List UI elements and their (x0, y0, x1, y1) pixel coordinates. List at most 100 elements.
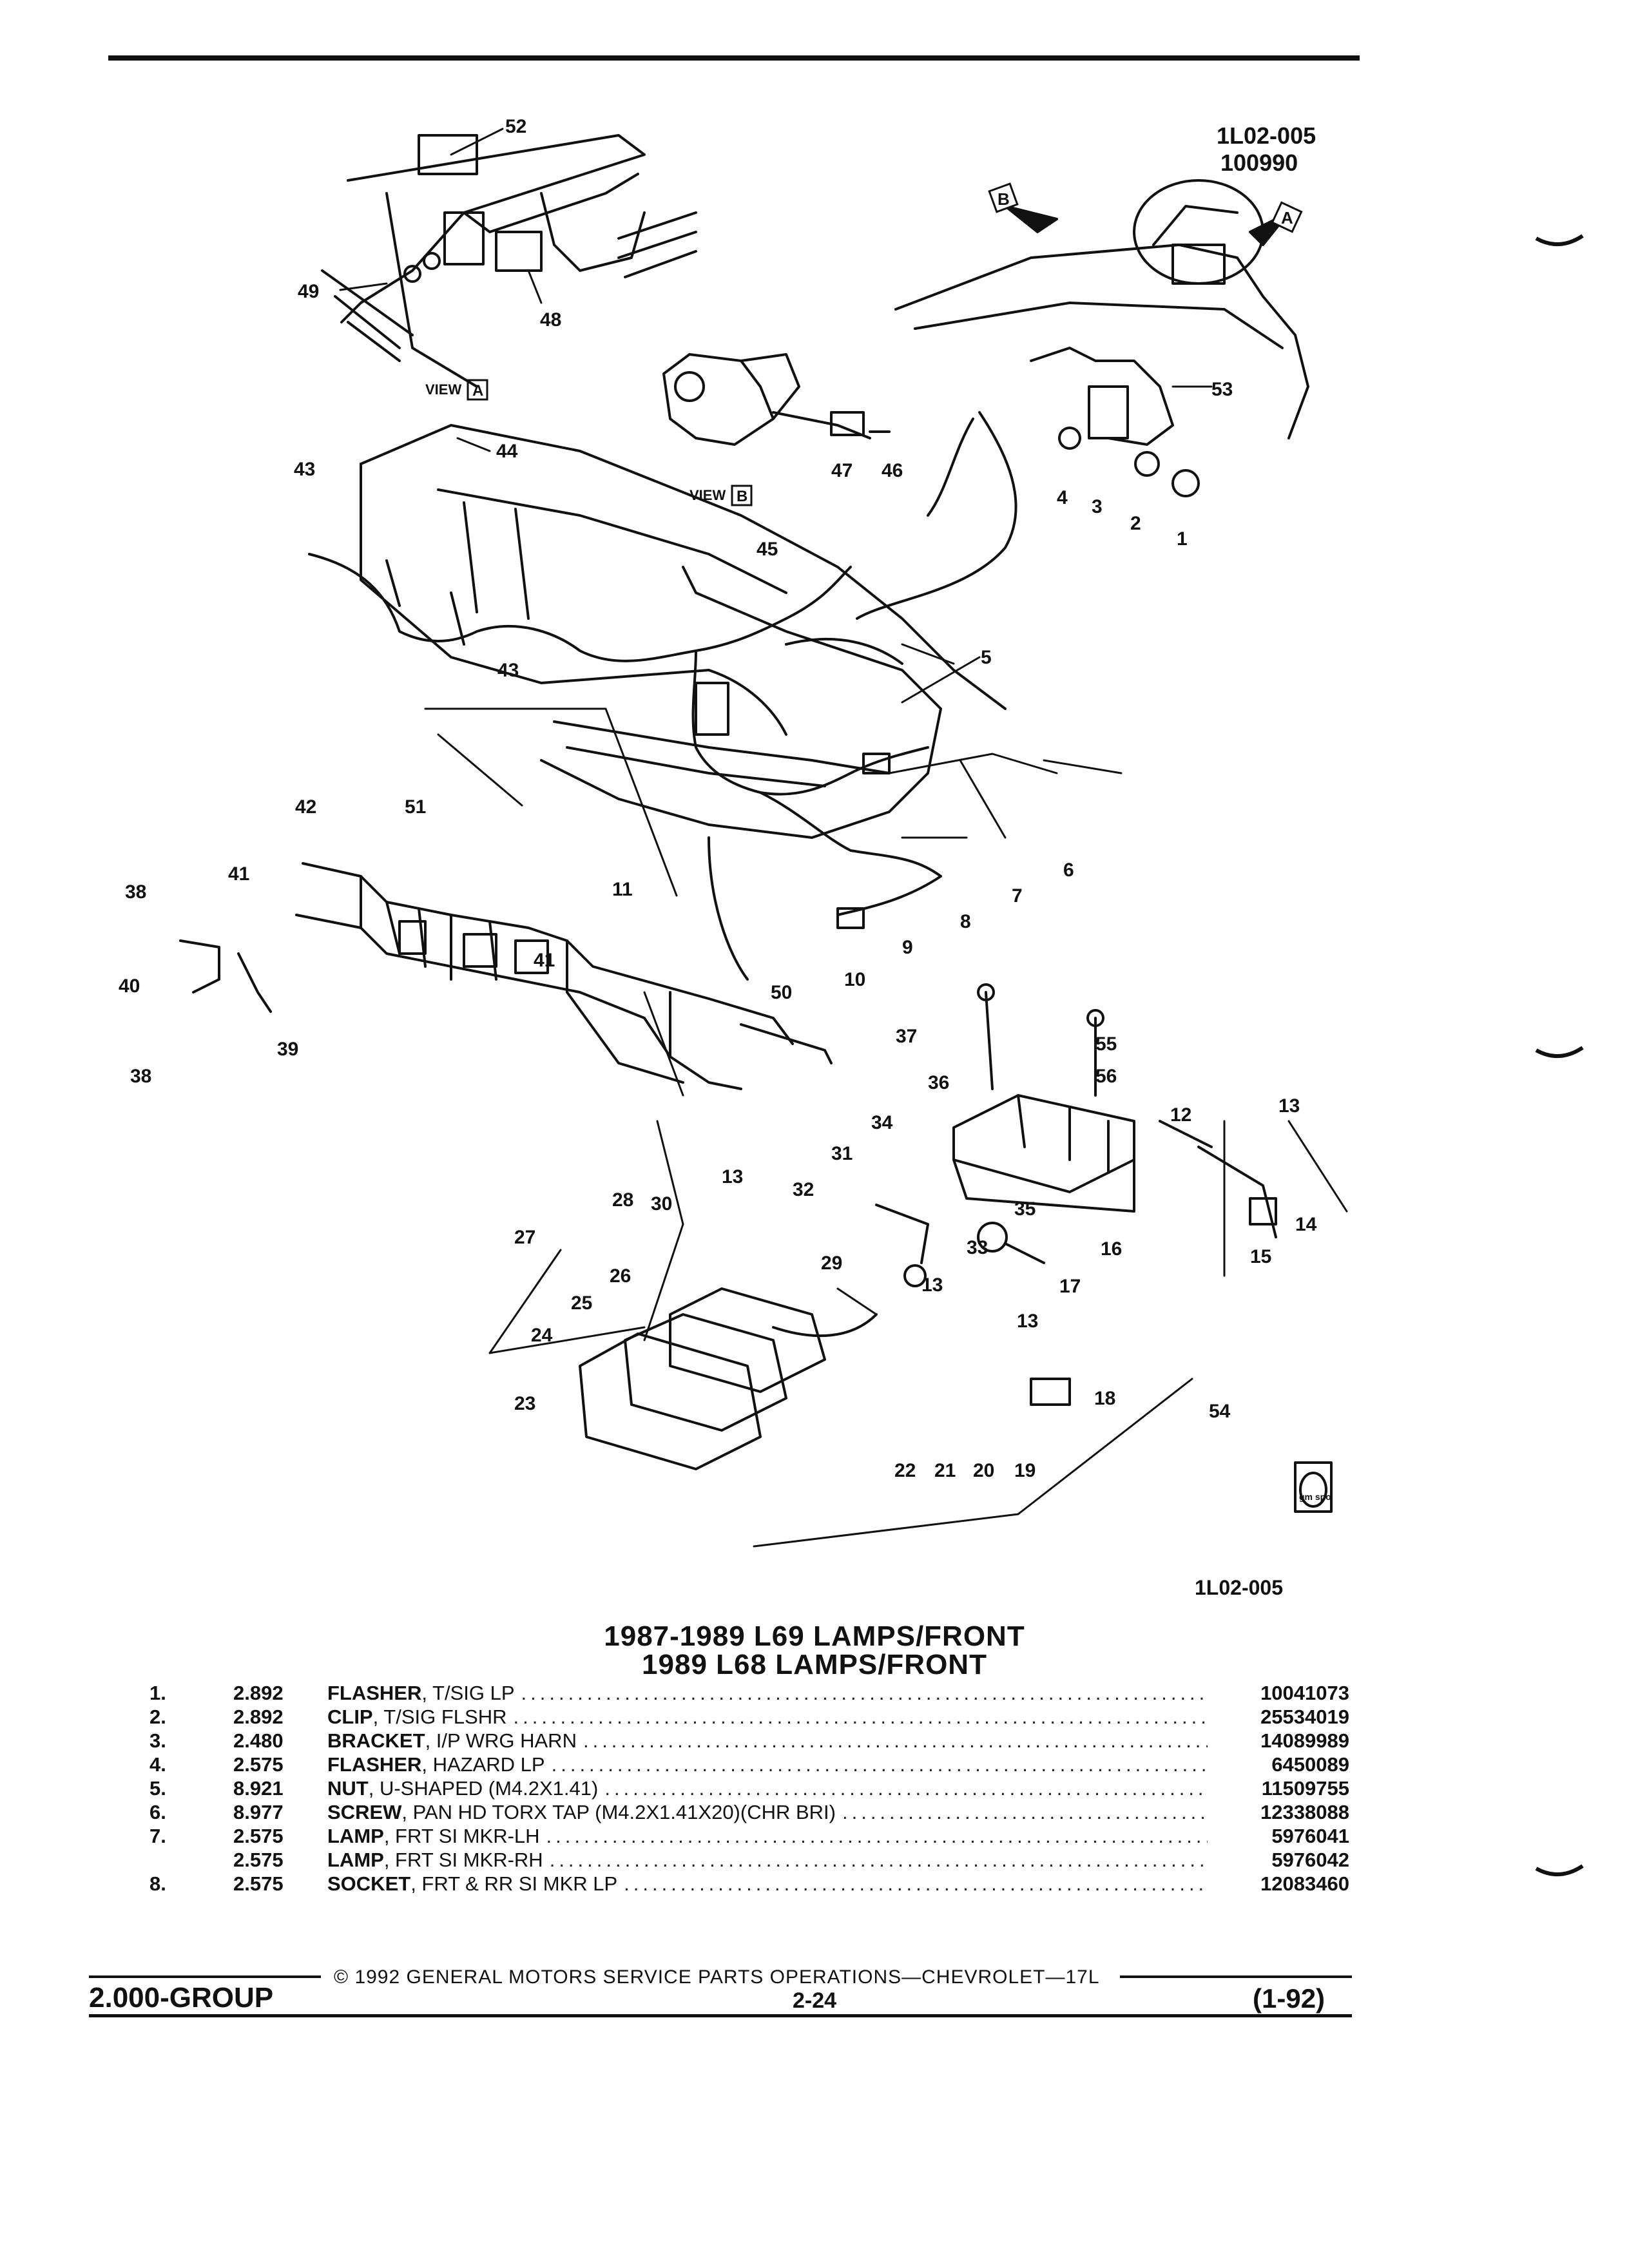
callout: 29 (821, 1253, 842, 1274)
view-a-label: VIEW (425, 381, 461, 398)
part-index: 7. (149, 1825, 166, 1847)
callout: 28 (612, 1189, 633, 1211)
part-code: 2.575 (233, 1753, 284, 1776)
direction-arrows (1004, 205, 1290, 246)
part-row: 7. 2.575 LAMP , FRT SI MKR-LH ..........… (149, 1825, 1349, 1849)
view-b-label: VIEW (689, 487, 726, 503)
callout: 39 (277, 1039, 298, 1060)
callout: 13 (1017, 1311, 1038, 1332)
part-name: LAMP (327, 1825, 384, 1847)
part-index: 5. (149, 1777, 166, 1800)
leader-lines (339, 128, 1348, 1548)
illustration-code: 1L02-005 (1217, 122, 1316, 149)
view-a-inset (321, 134, 697, 388)
revision-date: (1-92) (1253, 1983, 1325, 2013)
view-b-inset (662, 353, 891, 446)
title-line-1: 1987-1989 L69 LAMPS/FRONT (604, 1620, 1025, 1652)
part-row: 1. 2.892 FLASHER , T/SIG LP ............… (149, 1682, 1349, 1706)
part-number: 25534019 (1260, 1706, 1349, 1728)
part-name: LAMP (327, 1849, 384, 1871)
part-index: 6. (149, 1801, 166, 1823)
part-number: 12083460 (1260, 1872, 1349, 1895)
footer-illustration-code: 1L02-005 (1195, 1576, 1283, 1599)
callout: 22 (894, 1460, 916, 1481)
footer-rule-left (89, 1975, 321, 1978)
part-number: 10041073 (1260, 1682, 1349, 1704)
callout: 43 (497, 660, 519, 681)
illustration-number: 100990 (1220, 149, 1298, 176)
callout: 40 (119, 975, 140, 997)
callout: 2 (1130, 513, 1141, 534)
callout: 30 (651, 1193, 672, 1215)
callout: 15 (1250, 1246, 1271, 1267)
leader-dots: ........................................… (513, 1706, 1208, 1728)
callout: 41 (228, 863, 249, 885)
part-row: 2. 2.892 CLIP , T/SIG FLSHR ............… (149, 1706, 1349, 1729)
callout: 37 (896, 1026, 917, 1047)
part-code: 2.575 (233, 1872, 284, 1895)
callout: 47 (831, 460, 853, 481)
callout: 13 (1278, 1095, 1300, 1117)
callout: 54 (1209, 1401, 1231, 1422)
callout: 24 (531, 1325, 553, 1346)
callout: 5 (981, 647, 992, 668)
part-code: 2.575 (233, 1849, 284, 1871)
leader-dots: ........................................… (624, 1872, 1208, 1895)
gm-spo-logo (1294, 1461, 1333, 1513)
part-number: 5976041 (1271, 1825, 1349, 1847)
callout: 7 (1012, 885, 1023, 907)
callout: 27 (514, 1227, 535, 1248)
part-name: SOCKET (327, 1872, 411, 1895)
part-desc: , I/P WRG HARN (425, 1729, 577, 1752)
part-row: 5. 8.921 NUT , U-SHAPED (M4.2X1.41) ....… (149, 1777, 1349, 1801)
part-desc: , HAZARD LP (421, 1753, 545, 1776)
logo-text: gm spo (1299, 1492, 1331, 1502)
part-name: NUT (327, 1777, 369, 1800)
part-name: BRACKET (327, 1729, 425, 1752)
part-desc: , FRT SI MKR-LH (383, 1825, 540, 1847)
callout: 41 (534, 950, 555, 971)
leader-dots: ........................................… (583, 1729, 1208, 1752)
callout: 51 (405, 796, 426, 818)
part-code: 2.892 (233, 1682, 284, 1704)
part-desc: , T/SIG FLSHR (372, 1706, 507, 1728)
view-a-letter: A (472, 382, 483, 399)
callout: 33 (967, 1237, 988, 1258)
callout: 56 (1095, 1066, 1117, 1087)
part-row: 4. 2.575 FLASHER , HAZARD LP ...........… (149, 1753, 1349, 1777)
part-row: 8. 2.575 SOCKET , FRT & RR SI MKR LP ...… (149, 1872, 1349, 1896)
part-name: SCREW (327, 1801, 402, 1823)
view-b-letter: B (737, 488, 747, 505)
callout: 44 (496, 441, 518, 462)
part-row: 6. 8.977 SCREW , PAN HD TORX TAP (M4.2X1… (149, 1801, 1349, 1825)
part-code: 2.575 (233, 1825, 284, 1847)
part-number: 6450089 (1271, 1753, 1349, 1776)
callout: 10 (844, 969, 865, 990)
part-name: FLASHER (327, 1682, 422, 1704)
footer-rule-right (1120, 1975, 1352, 1978)
margin-mark (1535, 1046, 1584, 1059)
part-code: 2.480 (233, 1729, 284, 1752)
callout: 34 (871, 1112, 893, 1133)
part-name: FLASHER (327, 1753, 422, 1776)
part-code: 8.977 (233, 1801, 284, 1823)
part-code: 8.921 (233, 1777, 284, 1800)
callout: 43 (294, 459, 315, 480)
part-number: 5976042 (1271, 1849, 1349, 1871)
callout: 55 (1095, 1033, 1117, 1055)
callout: 49 (298, 281, 319, 302)
part-index: 3. (149, 1729, 166, 1752)
arrow-a-letter: A (1281, 208, 1293, 227)
footer-thick-rule (89, 2014, 1352, 2017)
part-desc: , FRT SI MKR-RH (383, 1849, 543, 1871)
part-row: 3. 2.480 BRACKET , I/P WRG HARN ........… (149, 1729, 1349, 1753)
page-titles: 1987-1989 L69 LAMPS/FRONT 1989 L68 LAMPS… (0, 1622, 1629, 1679)
top-rule (108, 55, 1360, 61)
callout: 6 (1063, 860, 1074, 881)
callout: 21 (934, 1460, 956, 1481)
callout: 1 (1177, 528, 1188, 550)
callout: 35 (1014, 1198, 1036, 1220)
callout: 31 (831, 1143, 853, 1164)
callout: 9 (902, 937, 913, 958)
arrow-b-letter: B (998, 189, 1010, 209)
